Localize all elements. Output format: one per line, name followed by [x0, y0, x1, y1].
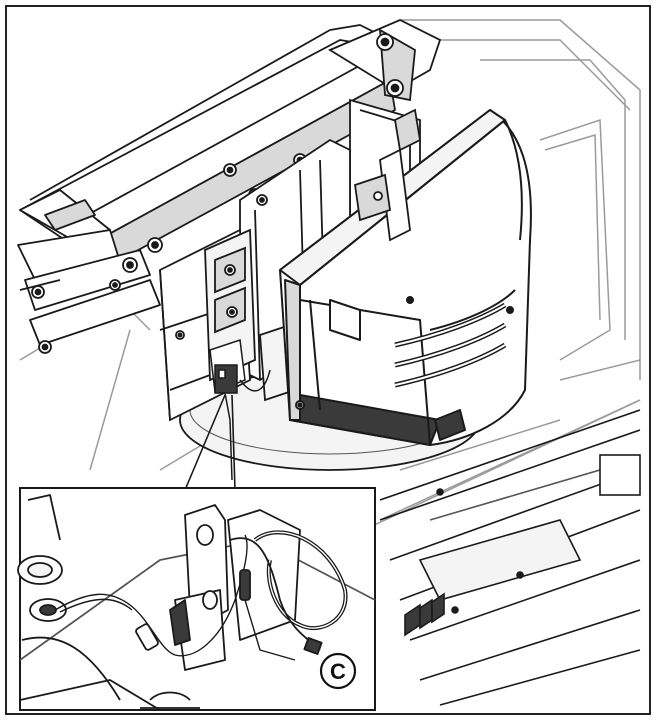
ramp-step-area — [379, 409, 641, 706]
callout-c-label: C — [330, 659, 346, 684]
detail-inset: C — [17, 487, 376, 711]
callout-c: C — [319, 652, 357, 690]
upper-linkage — [328, 19, 442, 262]
boom-arm — [17, 24, 401, 354]
hydraulic-cylinder — [354, 148, 411, 242]
inset-bracket-detail — [17, 494, 376, 711]
leader-lines — [184, 394, 236, 491]
callout-c-circle — [319, 652, 357, 690]
cable-connector — [209, 338, 271, 481]
